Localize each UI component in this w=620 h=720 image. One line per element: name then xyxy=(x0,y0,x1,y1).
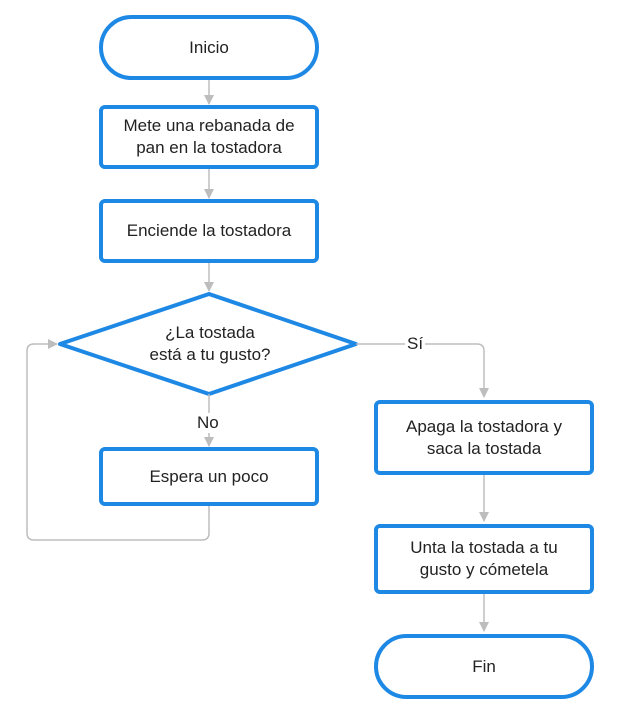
start-terminal: Inicio xyxy=(99,15,319,80)
turn-off-step: Apaga la tostadora y saca la tostada xyxy=(374,400,594,475)
turn-on-step: Enciende la tostadora xyxy=(99,199,319,263)
turn-off-label: Apaga la tostadora y saca la tostada xyxy=(406,416,562,458)
decision-label: ¿La tostada está a tu gusto? xyxy=(149,323,271,364)
spread-label: Unta la tostada a tu gusto y cómetela xyxy=(410,538,558,579)
insert-bread-label: Mete una rebanada de pan en la tostadora xyxy=(123,116,295,157)
insert-bread-step: Mete una rebanada de pan en la tostadora xyxy=(99,105,319,169)
spread-step: Unta la tostada a tu gusto y cómetela xyxy=(374,524,594,594)
wait-step: Espera un poco xyxy=(99,447,319,506)
end-terminal: Fin xyxy=(374,634,594,699)
yes-edge-label: Sí xyxy=(405,334,426,354)
connector-wait-loop-back xyxy=(26,339,210,541)
wait-label: Espera un poco xyxy=(149,466,269,486)
decision-label-box: ¿La tostada está a tu gusto? xyxy=(110,319,310,369)
end-label: Fin xyxy=(472,656,496,676)
start-label: Inicio xyxy=(189,37,229,57)
turn-on-label: Enciende la tostadora xyxy=(126,221,292,240)
connector-decision-to-turn-off xyxy=(356,343,489,398)
no-edge-label: No xyxy=(195,413,221,433)
